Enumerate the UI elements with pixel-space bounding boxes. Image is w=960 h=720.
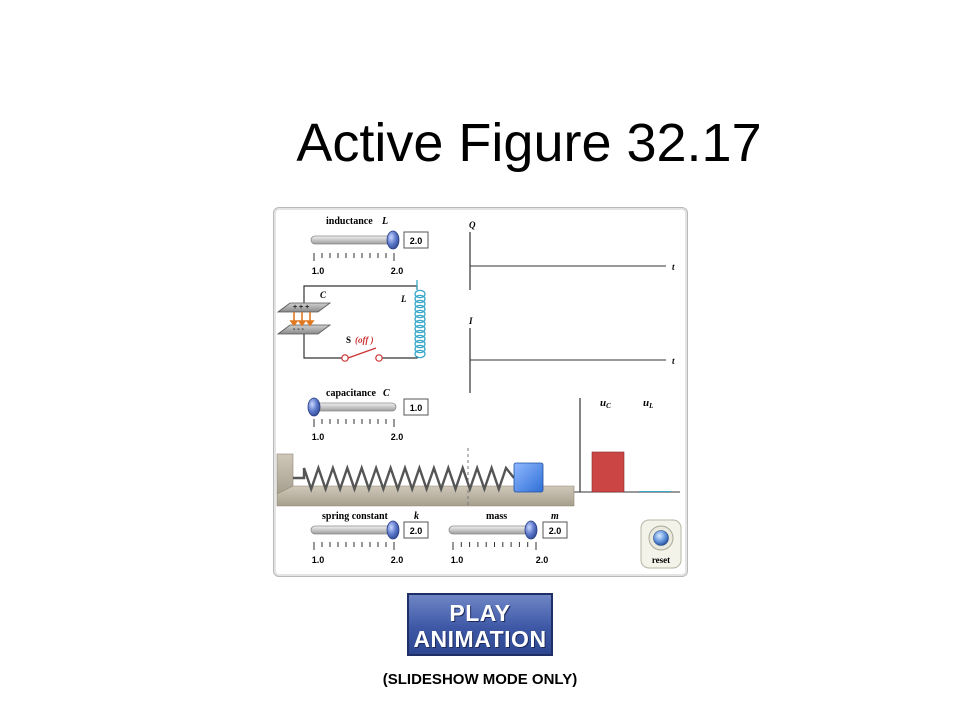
inductance-knob[interactable]	[386, 230, 400, 250]
floor	[276, 485, 575, 507]
inductance-value: 2.0	[410, 236, 423, 246]
inductor-label: L	[400, 294, 407, 304]
spring	[293, 464, 515, 493]
inductance-track[interactable]	[310, 235, 397, 245]
coil-loop	[414, 299, 426, 309]
inductance-symbol: L	[381, 216, 388, 227]
mass-min: 1.0	[451, 555, 464, 565]
mass-track[interactable]	[448, 525, 535, 535]
spring-constant-ticks	[313, 542, 395, 550]
charge-axis-label: Q	[469, 220, 476, 230]
switch-state: (off )	[355, 335, 374, 345]
play-line: PLAY	[449, 600, 511, 626]
simulation-canvas: inductance L 2.0 1.0 2.0 + + + - - -	[276, 216, 682, 569]
ul-label: uL	[643, 397, 653, 410]
inductance-slider[interactable]: inductance L 2.0 1.0 2.0	[310, 216, 429, 276]
coil-loop	[414, 349, 426, 359]
slideshow-mode-note: (SLIDESHOW MODE ONLY)	[382, 671, 578, 688]
coil-loop	[414, 304, 426, 314]
capacitance-value-box	[403, 398, 429, 416]
lc-circuit: + + + - - - C L S (off )	[276, 280, 426, 362]
current-time-label: t	[672, 356, 675, 366]
mass-block[interactable]	[513, 462, 544, 493]
capacitor-plus-signs: + + +	[293, 304, 309, 311]
current-graph: I t	[468, 316, 675, 393]
coil-loop	[414, 319, 426, 329]
inductance-label: inductance	[326, 216, 373, 227]
spring-constant-track[interactable]	[310, 525, 397, 535]
electric-field-arrows	[289, 312, 315, 327]
spring-constant-knob[interactable]	[386, 520, 400, 540]
capacitance-slider[interactable]: capacitance C 1.0 1.0 2.0	[307, 388, 429, 442]
inductance-min: 1.0	[312, 266, 325, 276]
coil-loop	[414, 294, 426, 304]
play-animation-button[interactable]: PLAY ANIMATION	[407, 593, 553, 656]
inductance-ticks	[313, 253, 395, 261]
mass-knob[interactable]	[524, 520, 538, 540]
capacitor-minus-signs: - - -	[293, 326, 305, 333]
uc-label: uC	[600, 397, 611, 410]
capacitance-ticks	[313, 419, 395, 427]
capacitance-label: capacitance	[326, 388, 377, 399]
inductor-coil	[414, 280, 426, 359]
capacitance-symbol: C	[383, 388, 390, 399]
circuit-switch[interactable]	[341, 347, 383, 362]
inductance-max: 2.0	[391, 266, 404, 276]
animation-line: ANIMATION	[413, 626, 547, 652]
spring-constant-label: spring constant	[322, 511, 389, 522]
capacitance-knob[interactable]	[307, 397, 321, 417]
coil-loop	[414, 339, 426, 349]
mass-value-box	[542, 521, 568, 539]
mass-spring-system	[276, 448, 575, 508]
capacitance-max: 2.0	[391, 432, 404, 442]
energy-chart: uC uL	[568, 397, 680, 493]
spring-coil	[293, 464, 515, 493]
uc-energy-bar	[591, 451, 625, 493]
charge-graph: Q t	[469, 220, 675, 290]
capacitance-value: 1.0	[410, 403, 423, 413]
capacitor-label: C	[320, 290, 327, 300]
ul-energy-bar	[639, 491, 671, 492]
spring-constant-min: 1.0	[312, 555, 325, 565]
capacitance-min: 1.0	[312, 432, 325, 442]
charge-time-label: t	[672, 262, 675, 272]
coil-loop	[414, 329, 426, 339]
coil-loop	[414, 314, 426, 324]
coil-loop	[414, 289, 426, 299]
spring-constant-symbol: k	[414, 511, 419, 522]
inductance-value-box	[403, 231, 429, 249]
reset-icon	[653, 530, 669, 546]
spring-constant-max: 2.0	[391, 555, 404, 565]
bottom-right-wire	[382, 356, 418, 359]
capacitance-track[interactable]	[310, 402, 397, 412]
spring-constant-value: 2.0	[410, 526, 423, 536]
reset-button[interactable]: reset	[640, 519, 682, 569]
mass-value: 2.0	[549, 526, 562, 536]
reset-label: reset	[652, 555, 670, 565]
mass-symbol: m	[551, 511, 559, 522]
mass-ticks	[452, 542, 537, 550]
slide-title: Active Figure 32.17	[296, 113, 762, 173]
coil-loop	[414, 309, 426, 319]
current-axis-label: I	[468, 316, 473, 326]
mass-max: 2.0	[536, 555, 549, 565]
capacitor-bottom-plate	[276, 324, 332, 335]
lc-oscillation-simulation: inductance L 2.0 1.0 2.0 + + + - - -	[273, 207, 688, 577]
bottom-left-wire	[303, 332, 342, 359]
capacitor-top-plate	[276, 302, 332, 313]
spring-constant-value-box	[403, 521, 429, 539]
coil-loop	[414, 324, 426, 334]
switch-label: S	[346, 335, 351, 345]
mass-label: mass	[486, 511, 507, 522]
coil-loop	[414, 344, 426, 354]
coil-loop	[414, 334, 426, 344]
mass-slider[interactable]: mass m 2.0 1.0 2.0	[448, 511, 568, 565]
spring-constant-slider[interactable]: spring constant k 2.0 1.0 2.0	[310, 511, 429, 565]
